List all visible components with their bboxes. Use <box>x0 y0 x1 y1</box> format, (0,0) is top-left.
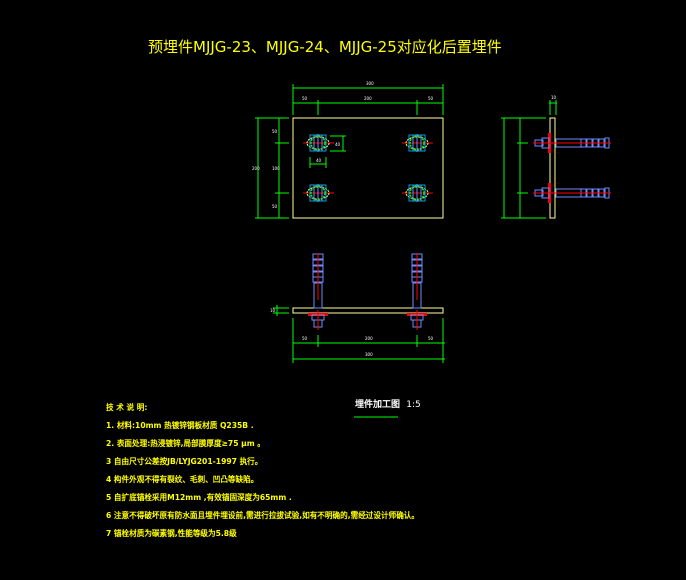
anchor-bolt-plan <box>303 184 334 202</box>
anchor-bolt-plan <box>303 134 334 152</box>
dim-edge-left: 50 <box>302 96 308 101</box>
dim-elev-thickness: 10 <box>270 308 276 313</box>
elevation-view: 50 200 50 300 10 <box>270 253 445 363</box>
anchor-bolts-side <box>533 133 611 203</box>
anchor-bolts-plan <box>303 134 433 202</box>
dim-plate-thickness: 10 <box>551 95 557 100</box>
note-item: 2. 表面处理:热浸镀锌,局部膜厚度≥75 μm 。 <box>106 439 265 448</box>
dim-elev-left: 50 <box>302 336 308 341</box>
plan-dimensions <box>255 84 444 219</box>
note-item: 1. 材料:10mm 热镀锌钢板材质 Q235B . <box>106 421 254 430</box>
dim-total-width: 300 <box>366 81 374 86</box>
anchor-bolt-side <box>533 133 611 153</box>
anchor-bolt-elevation <box>308 253 328 330</box>
anchor-bolt-side <box>533 183 611 203</box>
dim-elev-center: 200 <box>365 336 373 341</box>
dim-center: 200 <box>364 96 372 101</box>
dim-total-height: 200 <box>252 166 260 171</box>
drawing-caption: 埋件加工图 1:5 <box>355 397 421 410</box>
caption-label: 埋件加工图 <box>355 400 401 410</box>
embed-plate-elevation <box>292 307 444 314</box>
caption-scale: 1:5 <box>406 400 421 410</box>
notes-heading: 技 术 说 明: <box>106 403 148 412</box>
side-view: 10 <box>501 95 611 219</box>
embed-plate-plan <box>292 117 444 219</box>
note-item: 3 自由尺寸公差按JB/LYJG201-1997 执行。 <box>106 457 263 466</box>
dim-mid: 100 <box>272 166 280 171</box>
note-item: 5 自扩底锚栓采用M12mm ,有效锚固深度为65mm . <box>106 493 292 502</box>
dim-edge-right: 50 <box>428 96 434 101</box>
embed-plate-side <box>549 117 556 219</box>
dim-edge-bottom: 50 <box>272 204 278 209</box>
note-item: 4 构件外观不得有裂纹、毛刺、凹凸等缺陷。 <box>106 475 259 484</box>
dim-bolt-h: 40 <box>316 158 322 163</box>
anchor-bolts-elevation <box>308 253 427 330</box>
drawing-title: 预埋件MJJG-23、MJJG-24、MJJG-25对应化后置埋件 <box>148 38 502 56</box>
dim-bolt-v: 40 <box>335 142 341 147</box>
anchor-bolt-elevation <box>407 253 427 330</box>
note-item: 6 注意不得破坏原有防水面且埋件埋设前,需进行拉拔试验,如有不明确的,需经过设计… <box>106 511 419 520</box>
dim-edge-top: 50 <box>272 129 278 134</box>
anchor-bolt-plan <box>402 184 433 202</box>
anchor-bolt-plan <box>402 134 433 152</box>
note-item: 7 锚栓材质为碳素钢,性能等级为5.8级 <box>106 529 237 538</box>
plan-view: 300 50 200 50 200 50 100 50 40 40 <box>252 81 444 219</box>
dim-elev-right: 50 <box>428 336 434 341</box>
dim-elev-total: 300 <box>365 352 373 357</box>
